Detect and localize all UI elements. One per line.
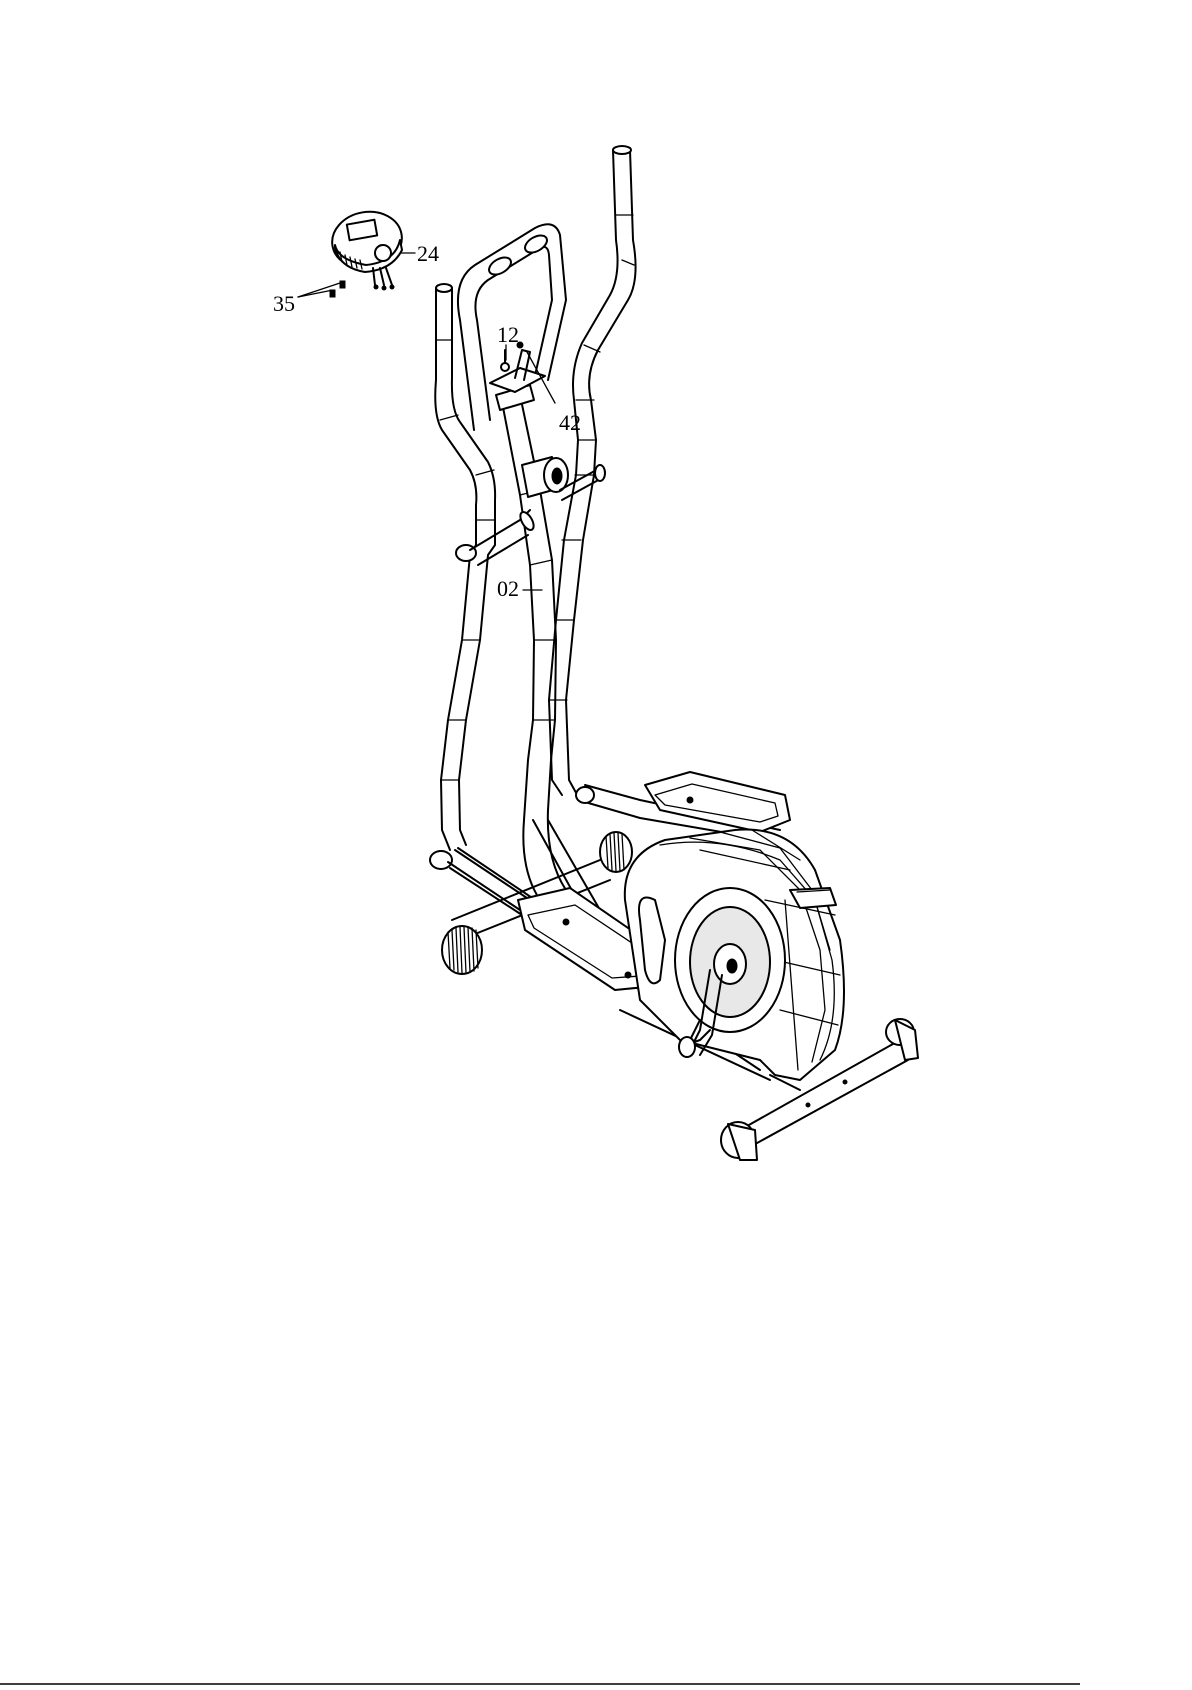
callout-leaders [298,253,555,590]
left-handlebar [430,284,495,869]
tension-knob [522,457,568,497]
label-42: 42 [559,410,581,435]
console-24 [328,206,407,290]
label-24: 24 [417,241,439,266]
label-02: 02 [497,576,519,601]
bolt-12 [501,350,509,371]
label-12: 12 [497,322,519,347]
flywheel-cover [625,830,844,1081]
label-35: 35 [273,291,295,316]
